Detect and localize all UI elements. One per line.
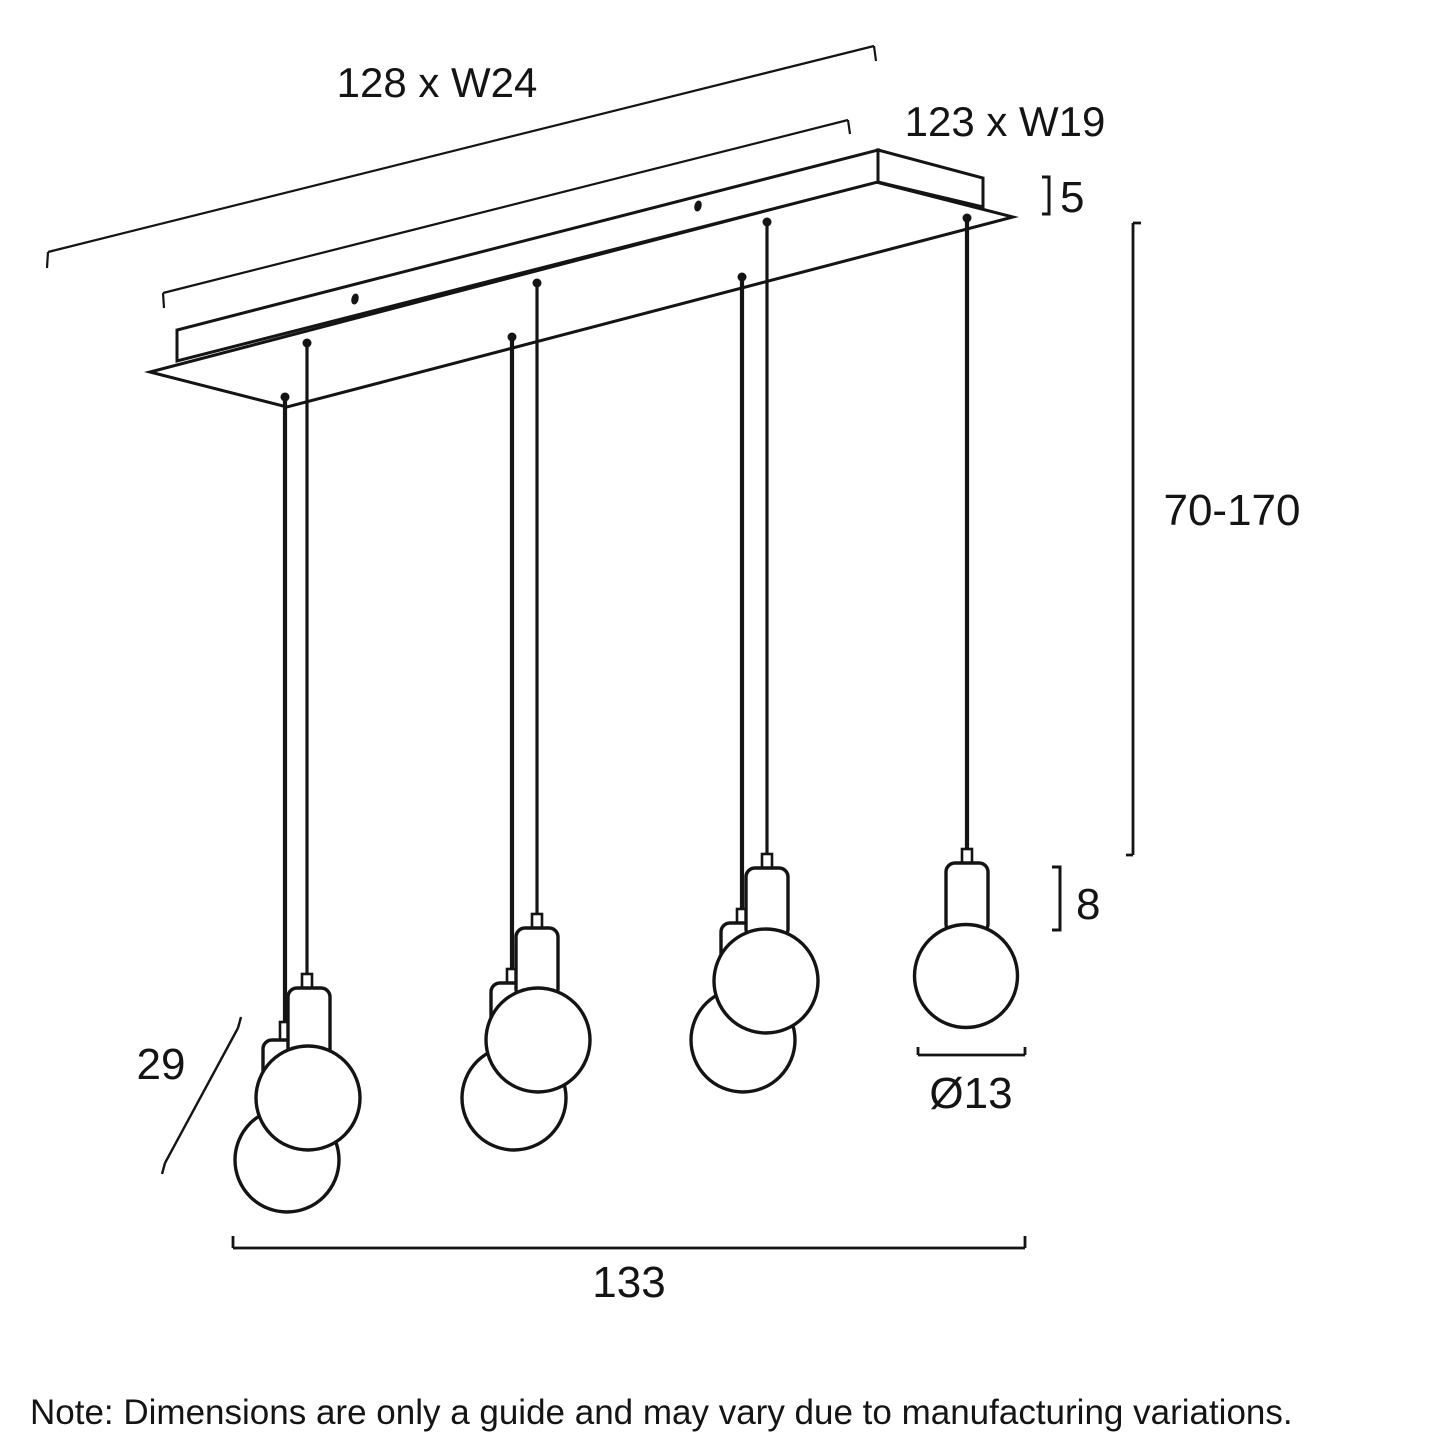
dim-line-overall-length [231,1236,1027,1250]
label-cluster-spread: 29 [137,1040,186,1089]
cord-grip [960,847,974,865]
cord-grip [530,912,544,930]
lamp-socket [944,861,990,935]
cord-attachment-dot [737,272,747,282]
label-canopy-inner: 123 x W19 [905,98,1106,145]
globe-shade [254,1044,362,1152]
cord-attachment-dot [762,217,772,227]
canopy-plate [144,180,1019,409]
cord-grip [760,852,774,870]
cord-attachment-dot [302,338,312,348]
cord-attachment-dot [962,213,972,223]
canopy [144,148,1019,409]
dim-line-shade-diameter [916,1047,1027,1057]
label-shade-diameter: Ø13 [929,1069,1012,1118]
cord-attachment-dot [280,392,290,402]
pendant [484,278,592,1094]
dim-bracket-socket-height [1052,865,1062,932]
pendants [233,213,1020,1214]
pendant [254,338,362,1152]
note-text: Note: Dimensions are only a guide and ma… [30,1393,1293,1432]
cord-grip [300,972,314,990]
dim-line-cluster-spread [160,1016,243,1175]
canopy-box-end-face [876,148,985,209]
dim-line-suspension-range [1126,221,1141,857]
label-canopy-thickness: 5 [1060,173,1084,222]
dimension-lines [45,44,1141,1250]
globe-shade [712,927,820,1035]
label-socket-height: 8 [1076,880,1100,929]
cord-attachment-dot [507,332,517,342]
cord-attachment-dot [532,278,542,288]
globe-shade [912,922,1020,1030]
pendant [912,213,1020,1030]
dimension-labels: 128 x W24 123 x W19 5 70-170 8 Ø13 133 2… [30,59,1301,1432]
dim-line-canopy-inner [161,118,852,309]
globe-shade [484,986,592,1094]
label-overall-length: 133 [592,1258,665,1307]
dim-bracket-canopy-thickness [1042,175,1051,216]
label-canopy-outer: 128 x W24 [337,59,538,106]
screw-hole [351,293,359,305]
dim-line-canopy-outer [45,44,878,269]
label-suspension-range: 70-170 [1163,486,1300,535]
pendant [712,217,820,1035]
screw-hole [694,200,702,212]
